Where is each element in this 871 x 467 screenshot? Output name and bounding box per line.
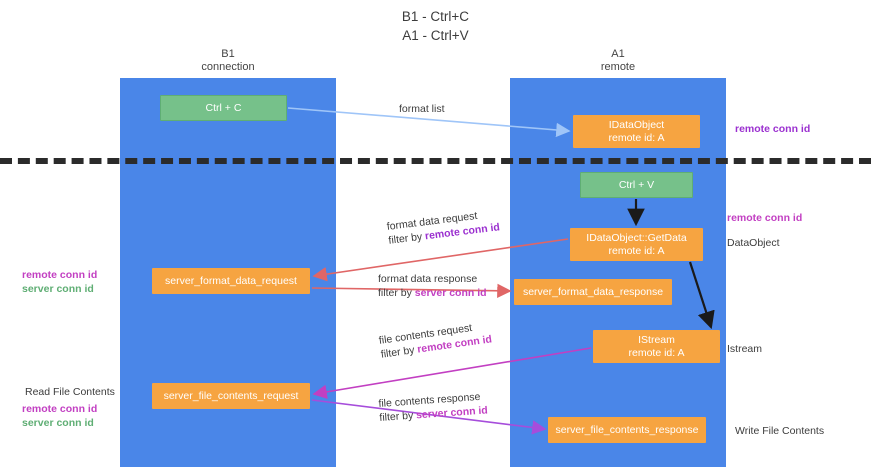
node-istream-title: IStream — [638, 333, 675, 346]
node-server-file-contents-response[interactable]: server_file_contents_response — [548, 417, 706, 443]
annotation-left-conn-ids-bottom: remote conn id server conn id — [22, 402, 97, 430]
edge-label-format-list-text: format list — [399, 103, 445, 115]
lane-header-a1-role: remote — [600, 61, 636, 73]
edge-label-file-contents-request: file contents request filter by remote c… — [378, 318, 493, 361]
node-getdata-title: IDataObject::GetData — [586, 231, 687, 244]
annotation-right-istream: Istream — [727, 343, 763, 355]
lane-header-a1: A1 remote — [510, 48, 726, 74]
node-server-file-contents-response-label: server_file_contents_response — [555, 423, 699, 436]
annotation-left-read-file-contents: Read File Contents — [25, 386, 115, 398]
annotation-right-remote-conn-id-top: remote conn id — [735, 123, 811, 135]
annotation-left-remote-conn-id-1: remote conn id — [22, 269, 98, 281]
lane-header-b1-name: B1 — [221, 48, 235, 60]
lane-header-b1-role: connection — [201, 61, 255, 73]
lane-header-b1: B1 connection — [120, 48, 336, 74]
node-istream-subtitle: remote id: A — [628, 346, 685, 359]
node-getdata-subtitle: remote id: A — [608, 244, 665, 257]
node-ctrl-v[interactable]: Ctrl + V — [580, 172, 693, 198]
node-server-format-data-request-label: server_format_data_request — [165, 274, 297, 287]
edge-label-format-list: format list — [399, 102, 445, 116]
edge-label-format-data-response-filter-prefix: filter by — [378, 287, 415, 299]
edge-label-format-data-response-filter-key: server conn id — [414, 287, 487, 299]
annotation-right-dataobject: DataObject — [727, 237, 780, 249]
annotation-right-remote-conn-id-mid: remote conn id — [727, 212, 803, 224]
title-line-2: A1 - Ctrl+V — [402, 28, 469, 43]
node-ctrl-c-label: Ctrl + C — [205, 101, 242, 114]
edge-label-file-contents-response-filter-prefix: filter by — [379, 409, 417, 424]
edge-label-file-contents-response: file contents response filter by server … — [378, 389, 488, 425]
node-server-format-data-response[interactable]: server_format_data_response — [514, 279, 672, 305]
annotation-left-server-conn-id-2: server conn id — [22, 417, 94, 429]
title-line-1: B1 - Ctrl+C — [401, 9, 470, 24]
edge-label-format-data-request: format data request filter by remote con… — [386, 206, 501, 247]
node-server-format-data-request[interactable]: server_format_data_request — [152, 268, 310, 294]
edge-label-format-data-request-filter-prefix: filter by — [387, 230, 426, 247]
annotation-left-conn-ids-top: remote conn id server conn id — [22, 268, 97, 296]
annotation-right-write-file-contents: Write File Contents — [735, 425, 825, 437]
node-idataobject-title: IDataObject — [608, 118, 665, 131]
edge-label-format-data-response-main: format data response — [378, 273, 478, 285]
page-title: B1 - Ctrl+C A1 - Ctrl+V — [0, 7, 871, 45]
node-idataobject-getdata[interactable]: IDataObject::GetData remote id: A — [570, 228, 703, 261]
node-istream[interactable]: IStream remote id: A — [593, 330, 720, 363]
node-ctrl-v-label: Ctrl + V — [618, 178, 655, 191]
edge-label-file-contents-request-filter-prefix: filter by — [380, 343, 419, 361]
annotation-left-server-conn-id-1: server conn id — [22, 283, 94, 295]
node-ctrl-c[interactable]: Ctrl + C — [160, 95, 287, 121]
edge-label-format-data-response: format data response filter by server co… — [378, 272, 487, 300]
node-idataobject[interactable]: IDataObject remote id: A — [573, 115, 700, 148]
node-server-file-contents-request[interactable]: server_file_contents_request — [152, 383, 310, 409]
lane-header-a1-name: A1 — [611, 48, 625, 60]
phase-divider — [0, 158, 871, 164]
node-idataobject-subtitle: remote id: A — [608, 131, 665, 144]
edge-label-file-contents-response-filter-key: server conn id — [415, 404, 489, 422]
node-server-file-contents-request-label: server_file_contents_request — [163, 389, 299, 402]
node-server-format-data-response-label: server_format_data_response — [522, 285, 664, 298]
annotation-left-remote-conn-id-2: remote conn id — [22, 403, 98, 415]
